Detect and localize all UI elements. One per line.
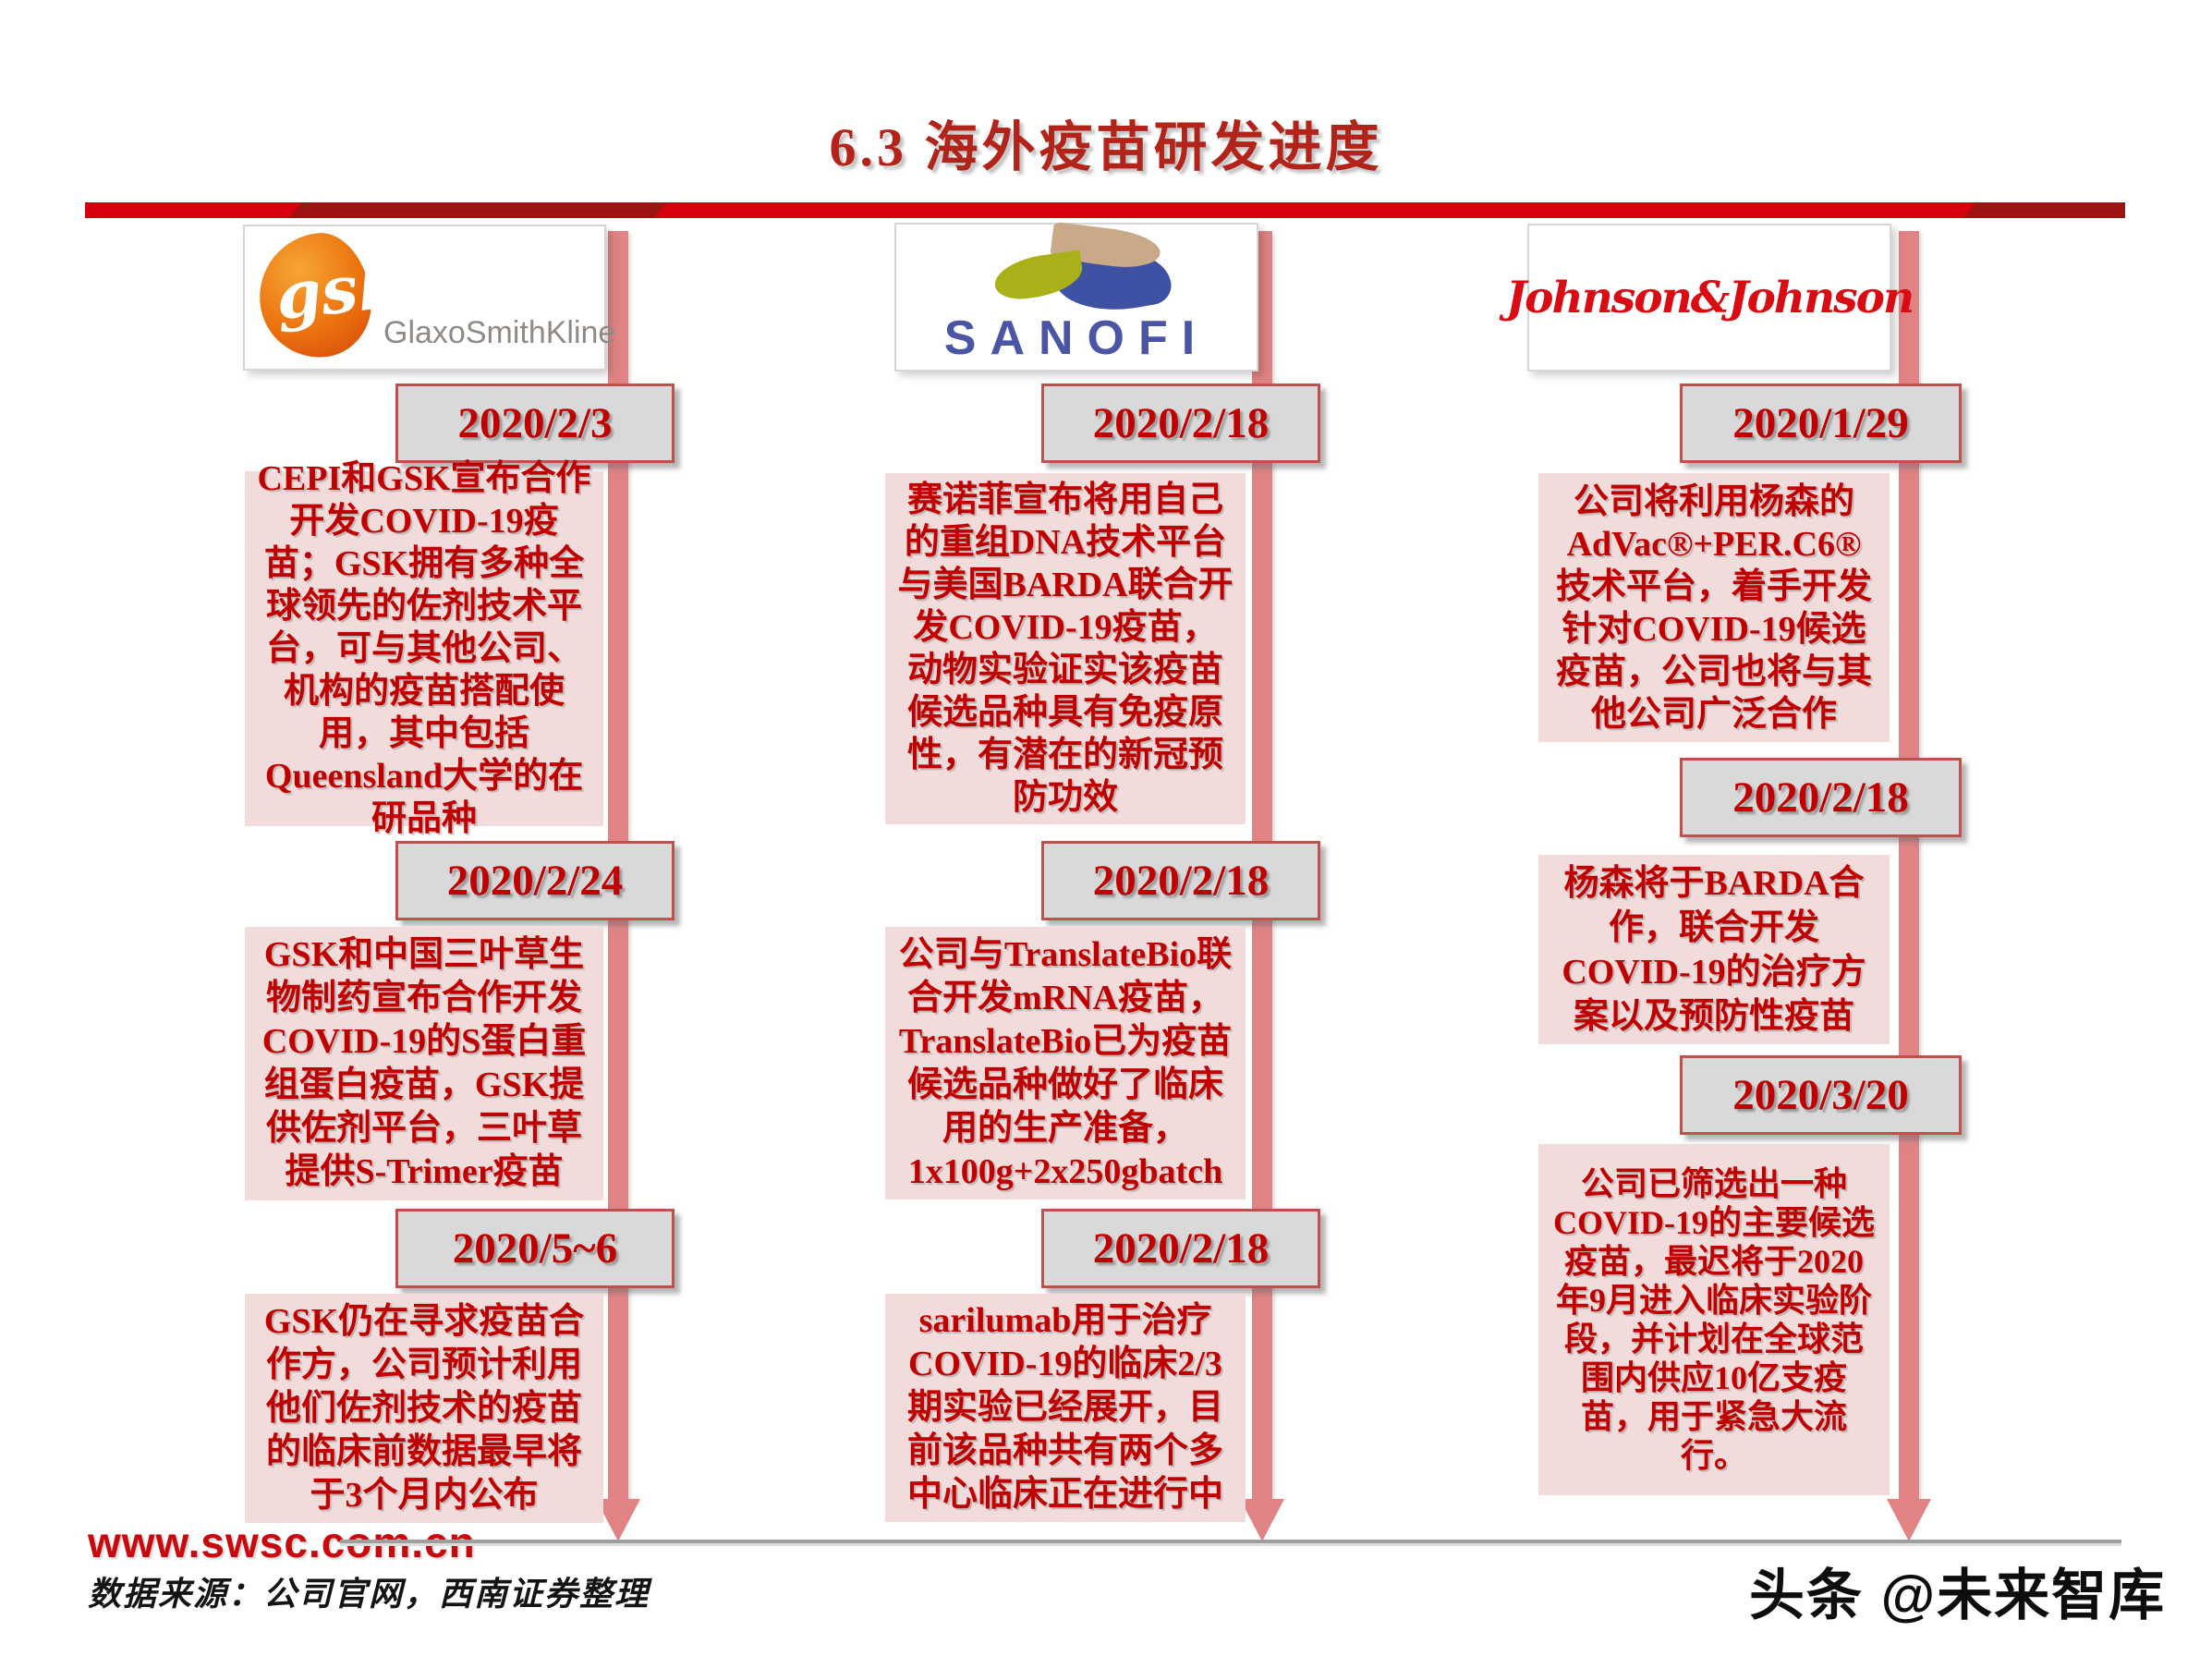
banner-dark-segment-left (288, 202, 668, 218)
gsk-logo: gsk GlaxoSmithKline (243, 225, 615, 371)
gsk-blob-icon: gsk (253, 228, 406, 363)
sanofi-swirl-icon (991, 221, 1174, 322)
red-banner (85, 202, 2125, 218)
gsk-logo-wordmark: GlaxoSmithKline (383, 315, 616, 350)
event-text-box: 赛诺菲宣布将用自己的重组DNA技术平台与美国BARDA联合开发COVID-19疫… (885, 473, 1246, 824)
timeline-arrow-gsk (596, 1499, 640, 1541)
event-text-box: 公司已筛选出一种COVID-19的主要候选疫苗，最迟将于2020年9月进入临床实… (1538, 1144, 1890, 1495)
footer-divider-line (340, 1540, 2121, 1543)
sanofi-logo-wordmark: SANOFI (943, 311, 1209, 365)
date-box: 2020/3/20 (1680, 1055, 1962, 1135)
banner-dark-segment-right (1963, 202, 2125, 218)
date-box: 2020/2/18 (1680, 758, 1962, 837)
event-text-box: 杨森将于BARDA合作，联合开发COVID-19的治疗方案以及预防性疫苗 (1538, 855, 1890, 1044)
event-text-box: sarilumab用于治疗COVID-19的临床2/3期实验已经展开，目前该品种… (885, 1294, 1246, 1522)
event-text-box: GSK仍在寻求疫苗合作方，公司预计利用他们佐剂技术的疫苗的临床前数据最早将于3个… (245, 1294, 603, 1523)
date-box: 2020/2/18 (1041, 384, 1320, 463)
page-title: 6.3 海外疫苗研发进度 (829, 117, 1383, 177)
johnson-and-johnson-logo: Johnson&Johnson (1505, 224, 1914, 371)
timeline-arrow-jnj (1887, 1499, 1931, 1541)
data-source-note: 数据来源：公司官网，西南证券整理 (88, 1576, 650, 1613)
event-text-box: 公司将利用杨森的AdVac®+PER.C6®技术平台，着手开发针对COVID-1… (1538, 473, 1890, 742)
event-text-box: GSK和中国三叶草生物制药宣布合作开发COVID-19的S蛋白重组蛋白疫苗，GS… (245, 927, 603, 1200)
date-box: 2020/2/3 (395, 384, 675, 463)
sanofi-logo: SANOFI (894, 221, 1258, 371)
event-text-box: CEPI和GSK宣布合作开发COVID-19疫苗；GSK拥有多种全球领先的佐剂技… (245, 459, 603, 838)
watermark-text: 头条 @未来智库 (1749, 1565, 2167, 1626)
date-box: 2020/2/18 (1041, 1209, 1320, 1288)
date-box: 2020/5~6 (395, 1209, 675, 1288)
timeline-bar-jnj (1899, 231, 1919, 1499)
jnj-logo-wordmark: Johnson&Johnson (1505, 272, 1914, 323)
date-box: 2020/2/18 (1041, 841, 1320, 920)
event-text-box: 公司与TranslateBio联合开发mRNA疫苗，TranslateBio已为… (885, 927, 1246, 1199)
timeline-arrow-sanofi (1240, 1499, 1284, 1541)
date-box: 2020/1/29 (1680, 384, 1962, 463)
date-box: 2020/2/24 (395, 841, 675, 920)
